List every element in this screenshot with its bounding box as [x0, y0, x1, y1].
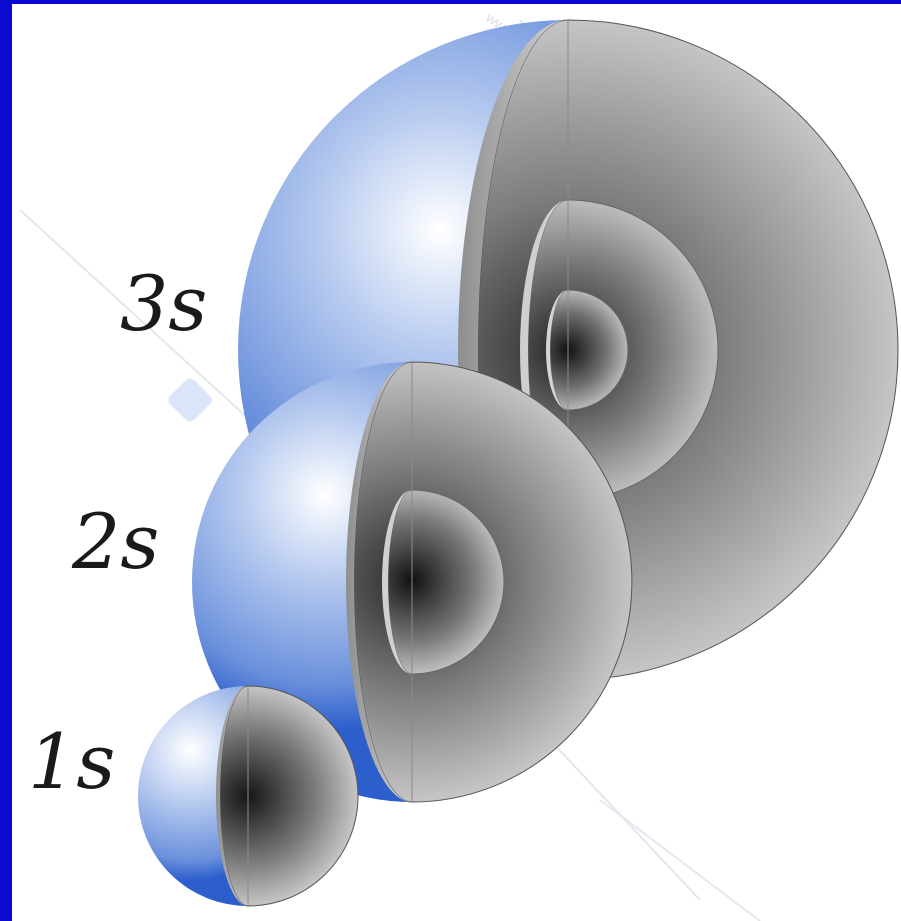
label-3s: 3s	[120, 259, 207, 348]
label-1s: 1s	[28, 717, 115, 806]
orbital-1s	[138, 686, 358, 906]
label-2s: 2s	[71, 497, 159, 586]
